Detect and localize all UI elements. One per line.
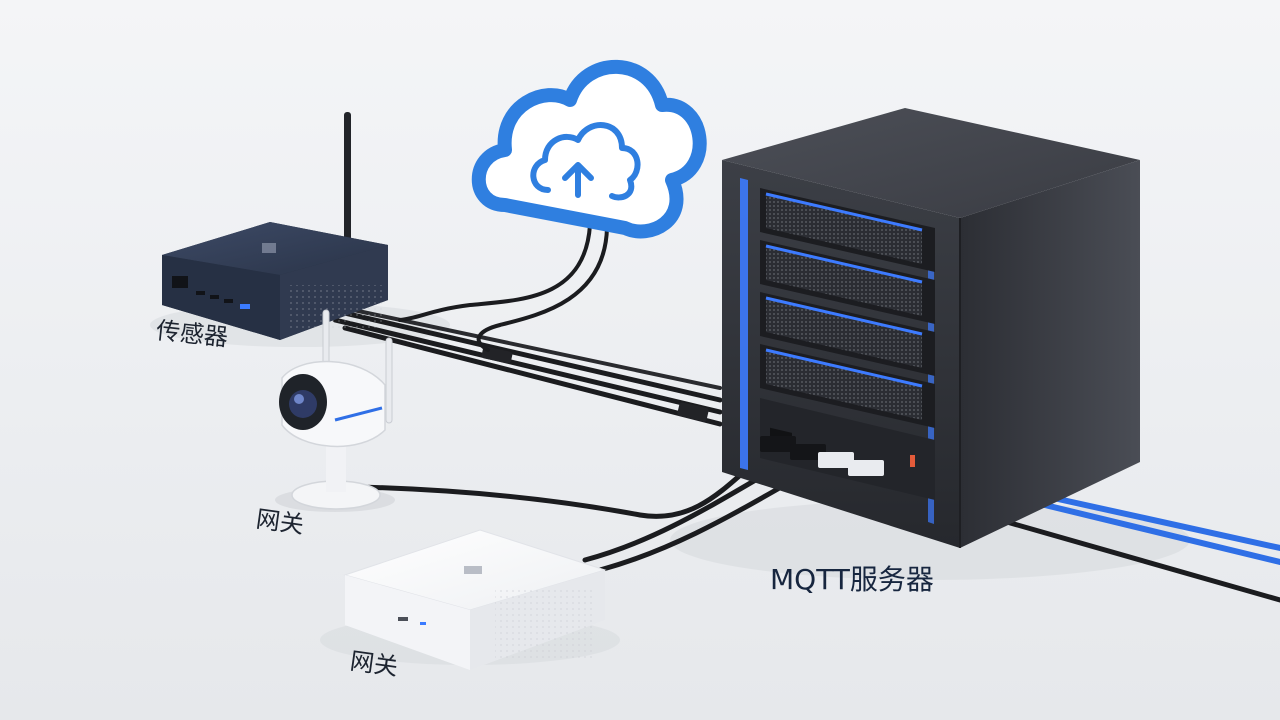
gateway-hub-icon xyxy=(343,529,607,670)
cloud-upload-icon xyxy=(471,59,707,239)
server-ports xyxy=(760,436,915,476)
label-mqtt-server: MQTT服务器 xyxy=(770,563,934,596)
server-rack-icon xyxy=(722,108,1140,548)
server-drive-bays xyxy=(760,188,935,428)
router-icon xyxy=(162,112,388,340)
camera-icon xyxy=(279,309,393,510)
cables xyxy=(328,223,1280,603)
label-gateway-hub: 网关 xyxy=(348,646,400,682)
label-gateway-camera: 网关 xyxy=(254,504,306,540)
label-sensor: 传感器 xyxy=(154,316,230,352)
